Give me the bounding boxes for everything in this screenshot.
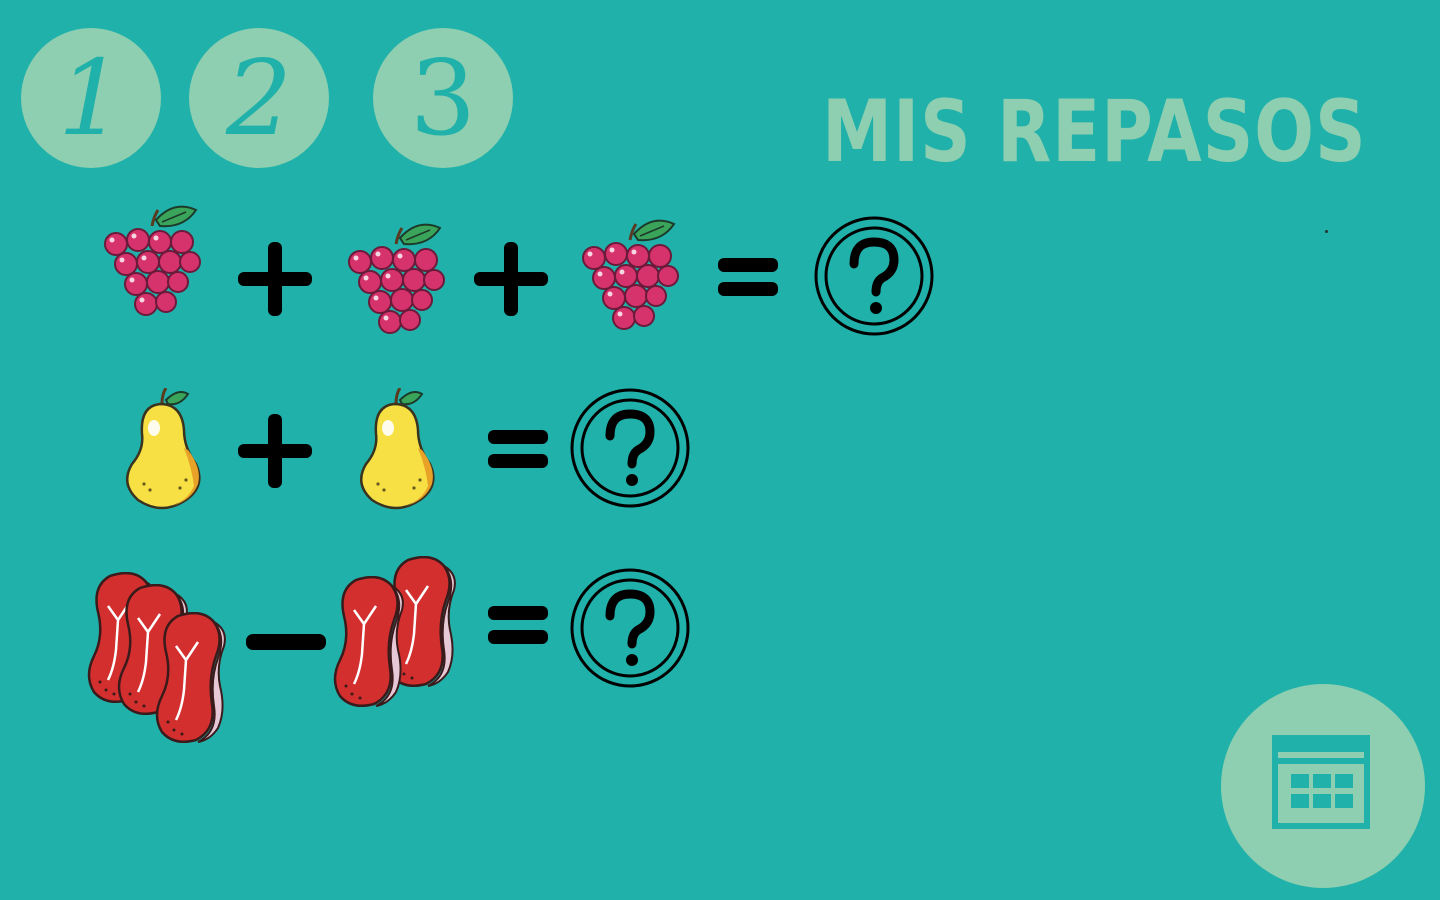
plus-icon [474,242,548,316]
number-one-button[interactable]: 1 [21,28,161,168]
minus-icon [246,634,326,650]
plus-icon [238,242,312,316]
question-mark-icon[interactable] [814,216,936,338]
question-mark-icon[interactable] [570,568,692,690]
meat-slice-icon [333,576,405,708]
plus-icon [238,414,312,488]
equals-icon [488,430,548,468]
grape-icon [582,219,680,331]
grape-icon [348,223,446,335]
number-two-button[interactable]: 2 [189,28,329,168]
calendar-button[interactable] [1221,684,1425,888]
pear-icon [125,388,201,510]
calendar-icon [1272,735,1370,829]
grape-icon [104,205,202,317]
number-three-button[interactable]: 3 [373,28,513,168]
meat-slice-icon [155,612,227,744]
page-title: MIS REPASOS [822,82,1367,182]
stray-dot [1325,230,1328,233]
equals-icon [718,258,778,296]
question-mark-icon[interactable] [570,388,692,510]
equals-icon [488,606,548,644]
pear-icon [359,388,435,510]
